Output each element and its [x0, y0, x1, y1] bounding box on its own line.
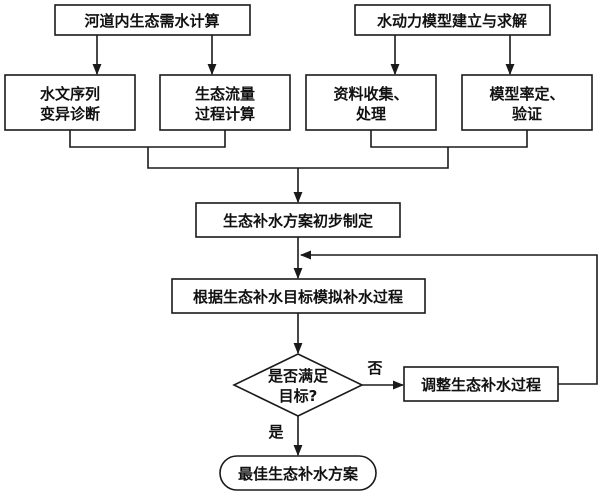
box-hydrodynamic-model — [354, 4, 551, 36]
merge-right — [370, 130, 528, 148]
box-hydro-variation-line1: 水文序列 — [40, 85, 100, 103]
box-data-collection — [305, 74, 437, 131]
box-adjust — [403, 366, 559, 402]
arrow-feedback — [299, 250, 598, 385]
box-adjust-label: 调整生态补水过程 — [421, 376, 541, 394]
box-hydro-variation-line2: 变异诊断 — [40, 105, 100, 123]
box-eco-flow-process-line2: 过程计算 — [195, 105, 255, 123]
box-model-calibration — [461, 74, 593, 131]
box-prelim-plan — [195, 202, 401, 238]
box-instream-eco-demand — [54, 4, 251, 36]
box-simulate-label: 根据生态补水目标模拟补水过程 — [193, 288, 403, 306]
merge-left — [69, 130, 226, 148]
box-final-plan — [219, 455, 377, 491]
box-eco-flow-process — [159, 74, 291, 131]
decision-diamond — [232, 353, 364, 417]
box-data-collection-line2: 处理 — [355, 105, 386, 123]
box-model-calibration-line1: 模型率定、 — [489, 85, 564, 103]
box-model-calibration-line2: 验证 — [512, 105, 542, 123]
decision-line2: 目标? — [279, 387, 318, 405]
box-eco-flow-process-line1: 生态流量 — [195, 85, 255, 103]
box-simulate — [171, 278, 426, 314]
box-hydro-variation — [4, 74, 136, 131]
box-data-collection-line1: 资料收集、 — [333, 85, 408, 103]
decision-line1: 是否满足 — [267, 367, 329, 385]
label-yes: 是 — [267, 423, 284, 441]
merge-both — [147, 147, 449, 169]
box-final-plan-label: 最佳生态补水方案 — [238, 465, 359, 483]
label-no: 否 — [366, 359, 382, 377]
box-prelim-plan-label: 生态补水方案初步制定 — [223, 212, 373, 230]
box-instream-eco-demand-label: 河道内生态需水计算 — [84, 12, 219, 30]
box-hydrodynamic-model-label: 水动力模型建立与求解 — [377, 12, 527, 30]
